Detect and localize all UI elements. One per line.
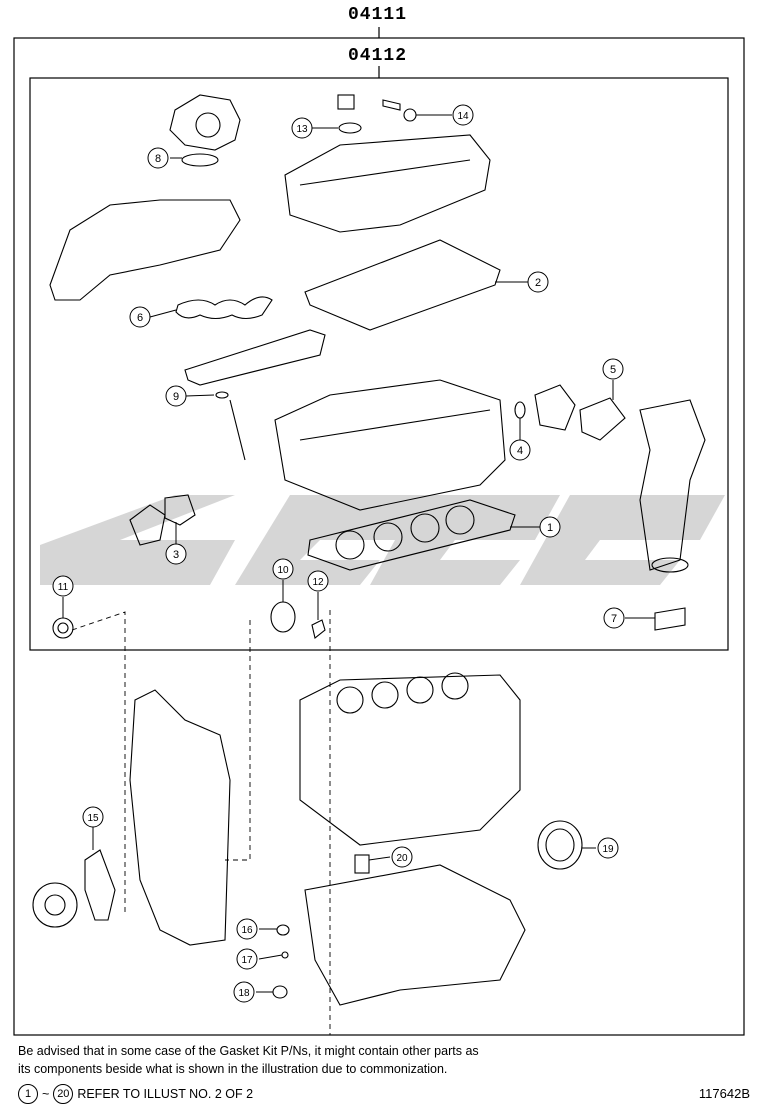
callout-2: 2: [527, 271, 549, 293]
leader-lines: [62, 114, 655, 993]
inner-kit-number: 04112: [348, 46, 408, 66]
svg-text:9: 9: [173, 391, 179, 403]
svg-text:6: 6: [137, 312, 143, 324]
reference-line: 1 ~ 20 REFER TO ILLUST NO. 2 OF 2: [18, 1084, 253, 1104]
svg-text:3: 3: [173, 549, 179, 561]
advisory-note-line-2: its components beside what is shown in t…: [18, 1062, 448, 1076]
callout-15: 15: [82, 806, 104, 828]
callout-10: 10: [272, 558, 294, 580]
svg-text:1: 1: [547, 522, 553, 534]
illustration-id: 117642B: [698, 1086, 750, 1101]
advisory-note-line-1: Be advised that in some case of the Gask…: [18, 1044, 479, 1058]
svg-text:8: 8: [155, 153, 161, 165]
svg-text:19: 19: [602, 844, 614, 855]
advisory-note: Be advised that in some case of the Gask…: [18, 1042, 618, 1078]
outer-kit-number: 04111: [348, 5, 408, 25]
callout-8: 8: [147, 147, 169, 169]
callout-5: 5: [602, 358, 624, 380]
callout-20: 20: [391, 846, 413, 868]
svg-text:11: 11: [58, 582, 69, 593]
ref-tilde: ~: [42, 1087, 50, 1101]
callout-11: 11: [52, 575, 74, 597]
svg-text:13: 13: [296, 124, 308, 135]
callout-1: 1: [539, 516, 561, 538]
svg-text:12: 12: [312, 577, 324, 588]
callout-9: 9: [165, 385, 187, 407]
callout-6: 6: [129, 306, 151, 328]
ref-to-circle: 20: [53, 1084, 74, 1104]
callout-17: 17: [236, 948, 258, 970]
svg-text:14: 14: [457, 111, 469, 122]
svg-text:4: 4: [517, 445, 523, 457]
callout-4: 4: [509, 439, 531, 461]
part-drawings: [32, 94, 706, 1006]
svg-text:16: 16: [241, 925, 253, 936]
svg-text:10: 10: [277, 565, 289, 576]
svg-text:2: 2: [535, 277, 541, 289]
svg-text:20: 20: [396, 853, 408, 864]
svg-text:18: 18: [238, 988, 250, 999]
callout-16: 16: [236, 918, 258, 940]
callout-12: 12: [307, 570, 329, 592]
ref-text: REFER TO ILLUST NO. 2 OF 2: [77, 1087, 254, 1101]
callout-19: 19: [597, 837, 619, 859]
svg-text:5: 5: [610, 364, 616, 376]
callout-14: 14: [452, 104, 474, 126]
callout-18: 18: [233, 981, 255, 1003]
svg-text:17: 17: [241, 955, 253, 966]
svg-text:7: 7: [611, 613, 617, 625]
guide-lines: [71, 610, 331, 1035]
svg-text:15: 15: [87, 813, 99, 824]
ref-from-circle: 1: [18, 1084, 38, 1104]
callout-7: 7: [603, 607, 625, 629]
watermark-logo: [40, 495, 725, 585]
callout-13: 13: [291, 117, 313, 139]
callout-3: 3: [165, 543, 187, 565]
